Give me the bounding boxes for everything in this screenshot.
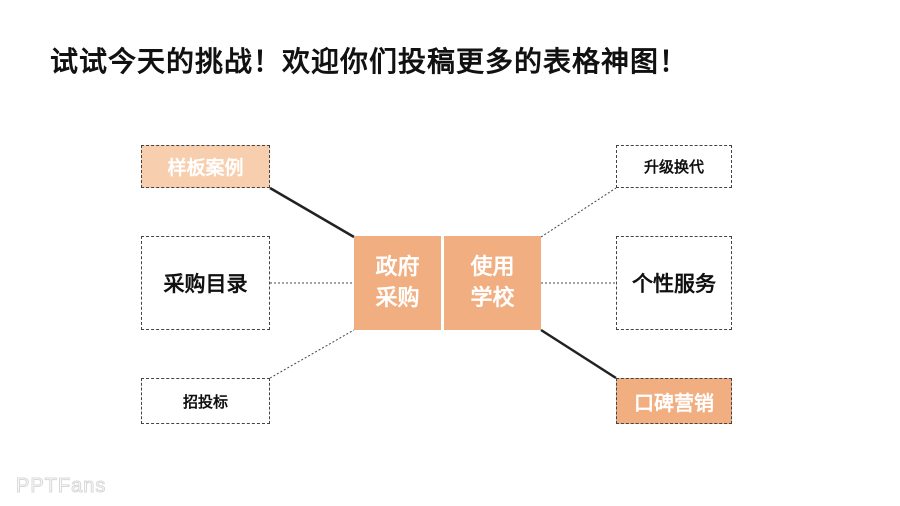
center-left-line1: 政府: [375, 255, 420, 280]
box-sample-cases: 样板案例: [141, 145, 270, 188]
box-upgrade: 升级换代: [616, 145, 732, 188]
watermark-logo: PPTFans: [15, 475, 107, 498]
center-right-line1: 使用: [470, 255, 515, 280]
connector-bidding: [269, 329, 355, 379]
center-left-line2: 采购: [375, 286, 420, 311]
page-title: 试试今天的挑战！欢迎你们投稿更多的表格神图！: [50, 45, 689, 78]
connector-sample-cases: [269, 186, 355, 239]
center-right-line2: 学校: [470, 286, 515, 311]
box-reputation: 口碑营销: [616, 378, 732, 424]
box-catalog: 采购目录: [141, 236, 270, 330]
connector-reputation: [540, 328, 617, 380]
center-school-use: 使用学校: [444, 236, 541, 330]
center-gov-procurement: 政府采购: [354, 236, 441, 330]
box-custom-service: 个性服务: [616, 236, 732, 330]
connector-upgrade: [540, 187, 617, 238]
box-bidding: 招投标: [141, 378, 270, 424]
